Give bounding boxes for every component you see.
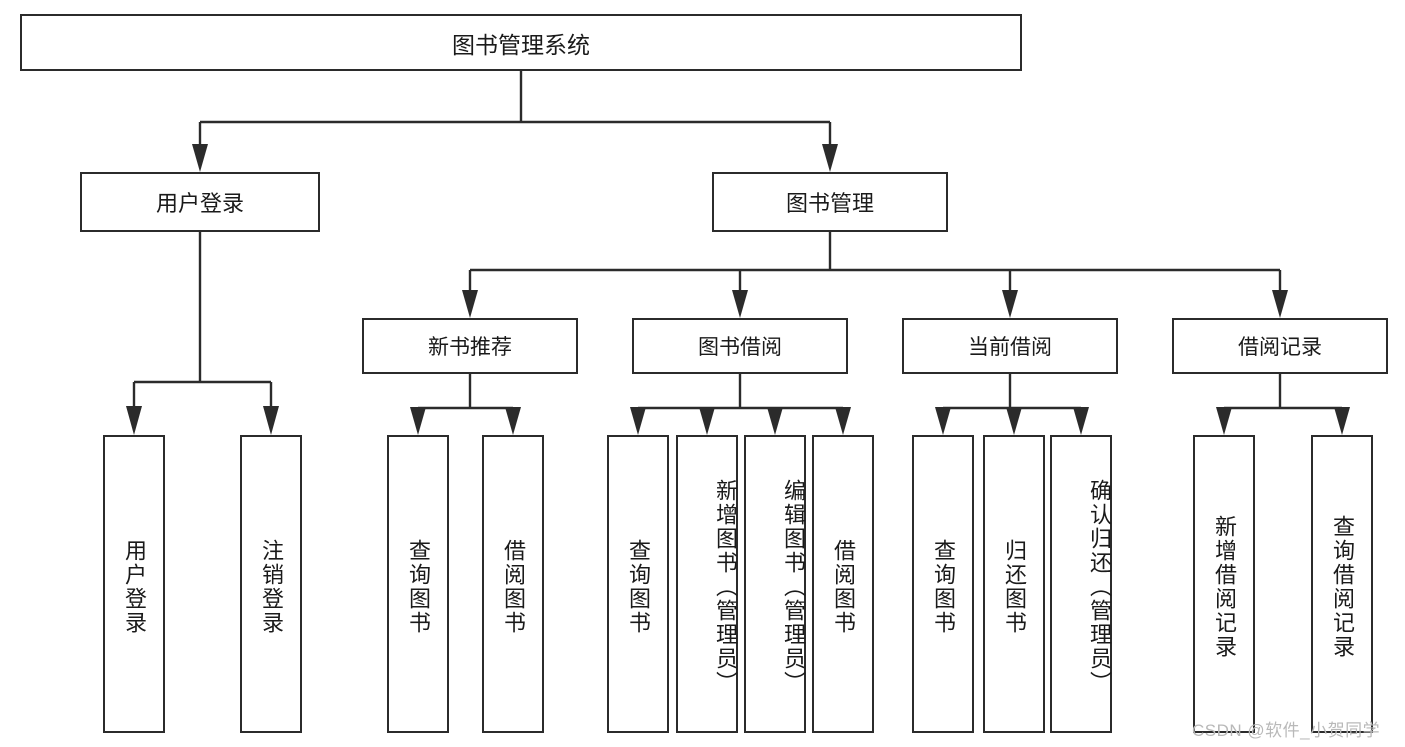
node-root-label: 图书管理系统: [452, 31, 590, 58]
leaf-edit-book-admin[interactable]: 编辑图书（管理员）: [744, 435, 806, 733]
arrow-user-login-leaf1: [126, 406, 142, 435]
leaf-query-book-current[interactable]: 查询图书: [912, 435, 974, 733]
node-current-borrow-label: 当前借阅: [968, 336, 1052, 359]
leaf-borrow-book-recommend[interactable]: 借阅图书: [482, 435, 544, 733]
leaf-query-borrow-record[interactable]: 查询借阅记录: [1311, 435, 1373, 733]
arrow-user-login-leaf2: [263, 406, 279, 435]
arrow-to-borrow: [732, 290, 748, 318]
leaf-user-login[interactable]: 用户登录: [103, 435, 165, 733]
arrow-current-leaf3: [1073, 407, 1089, 435]
arrow-current-leaf1: [935, 407, 951, 435]
leaf-query-book-recommend[interactable]: 查询图书: [387, 435, 449, 733]
node-user-login-label: 用户登录: [155, 191, 244, 216]
node-book-borrow-label: 图书借阅: [698, 336, 782, 359]
node-borrow-record-label: 借阅记录: [1238, 336, 1322, 359]
node-root[interactable]: 图书管理系统: [20, 14, 1022, 71]
node-book-borrow[interactable]: 图书借阅: [632, 318, 848, 374]
arrow-borrow-leaf3: [767, 407, 783, 435]
arrow-borrow-leaf2: [699, 407, 715, 435]
arrow-to-book-manage: [822, 144, 838, 172]
node-borrow-record[interactable]: 借阅记录: [1172, 318, 1388, 374]
arrow-borrow-leaf1: [630, 407, 646, 435]
leaf-logout-login[interactable]: 注销登录: [240, 435, 302, 733]
arrow-record-leaf2: [1334, 407, 1350, 435]
arrow-borrow-leaf4: [835, 407, 851, 435]
arrow-newbook-leaf2: [505, 407, 521, 435]
watermark: CSDN @软件_小贺同学: [1192, 721, 1381, 740]
leaf-add-borrow-record[interactable]: 新增借阅记录: [1193, 435, 1255, 733]
arrow-newbook-leaf1: [410, 407, 426, 435]
leaf-borrow-book[interactable]: 借阅图书: [812, 435, 874, 733]
node-user-login[interactable]: 用户登录: [80, 172, 320, 232]
leaf-confirm-return-admin[interactable]: 确认归还（管理员）: [1050, 435, 1112, 733]
node-new-book-recommend-label: 新书推荐: [428, 336, 512, 359]
node-current-borrow[interactable]: 当前借阅: [902, 318, 1118, 374]
leaf-return-book[interactable]: 归还图书: [983, 435, 1045, 733]
leaf-add-book-admin[interactable]: 新增图书（管理员）: [676, 435, 738, 733]
arrow-record-leaf1: [1216, 407, 1232, 435]
arrow-current-leaf2: [1006, 407, 1022, 435]
arrow-to-current: [1002, 290, 1018, 318]
arrow-to-newbook: [462, 290, 478, 318]
node-new-book-recommend[interactable]: 新书推荐: [362, 318, 578, 374]
node-book-management-label: 图书管理: [785, 191, 874, 216]
arrow-to-record: [1272, 290, 1288, 318]
node-book-management[interactable]: 图书管理: [712, 172, 948, 232]
leaf-query-book-borrow[interactable]: 查询图书: [607, 435, 669, 733]
arrow-to-user-login: [192, 144, 208, 172]
